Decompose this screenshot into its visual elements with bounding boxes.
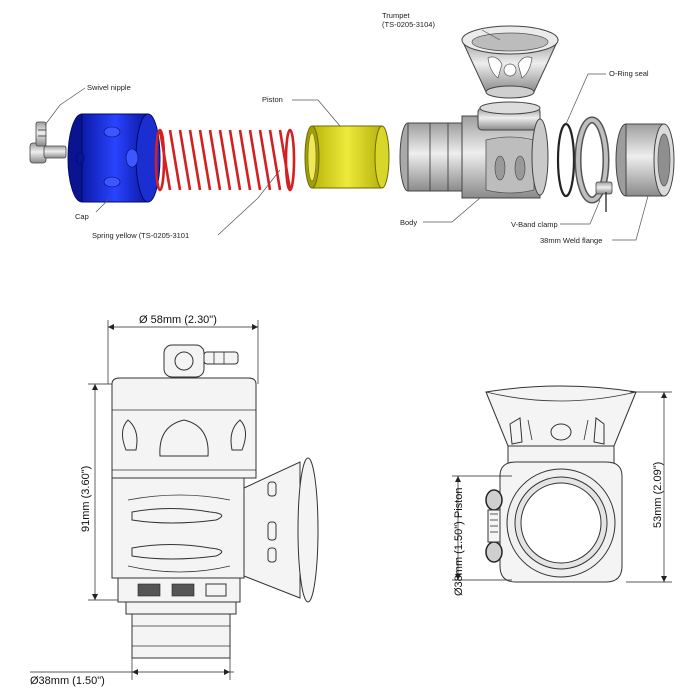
side-outlet-dimension: Ø38mm (1.50") xyxy=(30,675,105,687)
end-view: Ø38mm (1.50") Piston 53mm (2.09") xyxy=(452,385,672,596)
trumpet-part xyxy=(461,25,559,99)
end-height-dimension: 53mm (2.09") xyxy=(652,462,664,528)
end-piston-dimension: Ø38mm (1.50") Piston xyxy=(453,488,465,596)
swivel-nipple-label: Swivel nipple xyxy=(87,83,131,92)
o-ring-part xyxy=(556,122,576,198)
v-band-clamp-part xyxy=(574,116,613,212)
body-label: Body xyxy=(400,218,417,227)
body-part xyxy=(399,101,549,199)
swivel-nipple-part xyxy=(29,121,67,164)
v-band-clamp-label: V-Band clamp xyxy=(511,220,558,229)
exploded-view: Trumpet (TS-0205-3104) Swivel nipple Pis… xyxy=(29,11,675,245)
trumpet-part-number: (TS-0205-3104) xyxy=(382,20,435,29)
callout-leaders xyxy=(44,29,649,241)
side-view: Ø 58mm (2.30") 91mm (3.60") Ø38mm (1.50"… xyxy=(30,314,319,687)
cap-part xyxy=(67,113,161,203)
weld-flange-label: 38mm Weld flange xyxy=(540,236,602,245)
weld-flange-part xyxy=(615,123,675,197)
spring-part xyxy=(154,128,296,192)
trumpet-label: Trumpet xyxy=(382,11,411,20)
spring-label: Spring yellow (TS-0205-3101 xyxy=(92,231,189,240)
cap-label: Cap xyxy=(75,212,89,221)
side-height-dimension: 91mm (3.60") xyxy=(80,466,92,532)
piston-part xyxy=(304,125,390,189)
side-width-dimension: Ø 58mm (2.30") xyxy=(139,314,217,326)
piston-label: Piston xyxy=(262,95,283,104)
o-ring-seal-label: O-Ring seal xyxy=(609,69,649,78)
